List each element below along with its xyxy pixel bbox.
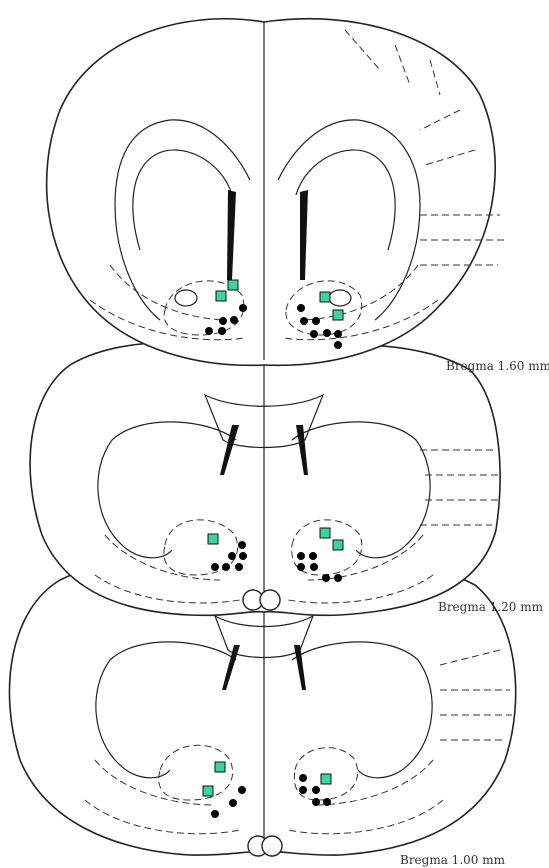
dot-marker [235,563,243,571]
dot-marker [229,799,237,807]
commissure-ring-right-middle [260,590,280,610]
square-marker [208,534,218,544]
brain-section-top: Bregma 1.60 mm [47,19,549,373]
bregma-label-middle: Bregma 1.20 mm [438,600,544,614]
square-marker [203,786,213,796]
dot-marker [222,563,230,571]
dot-marker [312,317,320,325]
square-marker [215,762,225,772]
square-marker [333,310,343,320]
dot-marker [228,552,236,560]
dot-marker [310,563,318,571]
square-marker [320,528,330,538]
bregma-label-bottom: Bregma 1.00 mm [400,853,506,867]
dot-marker [334,341,342,349]
dot-marker [312,798,320,806]
dot-marker [310,330,318,338]
dot-marker [239,552,247,560]
dot-marker [299,786,307,794]
dot-marker [334,330,342,338]
section-outline-top [47,19,496,366]
dot-marker [230,316,238,324]
dot-marker [299,774,307,782]
square-marker [216,291,226,301]
dot-marker [300,317,308,325]
dot-marker [205,327,213,335]
square-marker [333,540,343,550]
dot-marker [309,552,317,560]
dot-marker [322,574,330,582]
square-marker [228,280,238,290]
bregma-label-top: Bregma 1.60 mm [446,359,549,373]
dot-marker [312,786,320,794]
dot-marker [297,304,305,312]
dot-marker [211,810,219,818]
dot-marker [239,304,247,312]
dot-marker [218,327,226,335]
dot-marker [238,786,246,794]
square-marker [320,292,330,302]
dot-marker [211,563,219,571]
dot-marker [323,329,331,337]
dot-marker [297,563,305,571]
dot-marker [238,541,246,549]
brain-section-middle: Bregma 1.20 mm [30,343,544,616]
dot-marker [219,317,227,325]
dot-marker [334,574,342,582]
commissure-ring-right-bottom [262,836,282,856]
square-marker [321,774,331,784]
dot-marker [297,552,305,560]
dot-marker [323,798,331,806]
